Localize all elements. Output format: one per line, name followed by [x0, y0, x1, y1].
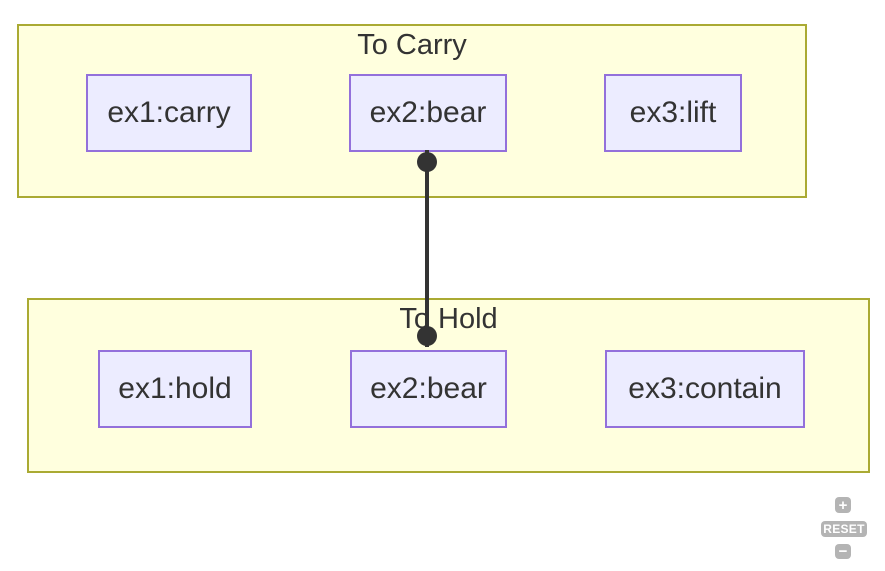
- subgraph-to-carry: To Carry ex1:carry ex2:bear ex3:lift: [17, 24, 807, 198]
- node-ex2-bear-carry: ex2:bear: [349, 74, 507, 152]
- node-label: ex3:contain: [628, 372, 782, 405]
- node-ex3-lift: ex3:lift: [604, 74, 742, 152]
- node-label: ex2:bear: [369, 96, 487, 129]
- subgraph-to-carry-title: To Carry: [357, 29, 467, 61]
- node-ex3-contain: ex3:contain: [605, 350, 805, 428]
- node-label: ex3:lift: [629, 96, 717, 129]
- node-label: ex2:bear: [370, 372, 487, 405]
- zoom-out-button[interactable]: −: [835, 544, 851, 559]
- node-label: ex1:hold: [118, 372, 232, 405]
- node-ex2-bear-hold: ex2:bear: [350, 350, 507, 428]
- reset-button[interactable]: RESET: [821, 521, 867, 537]
- node-ex1-hold: ex1:hold: [98, 350, 252, 428]
- node-label: ex1:carry: [107, 96, 231, 129]
- zoom-in-button[interactable]: +: [835, 497, 851, 513]
- subgraph-to-hold: To Hold ex1:hold ex2:bear ex3:contain: [27, 298, 870, 473]
- subgraph-to-hold-title: To Hold: [399, 303, 498, 335]
- node-ex1-carry: ex1:carry: [86, 74, 252, 152]
